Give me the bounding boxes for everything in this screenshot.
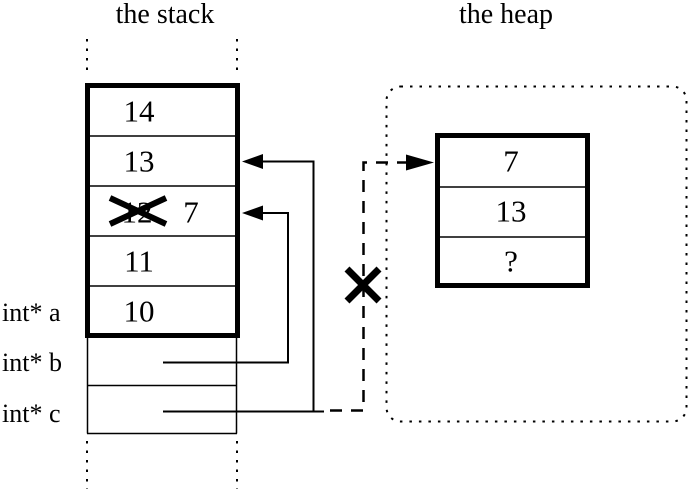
- stack-guide-dotted-bottom: [86, 441, 238, 489]
- stack-cell-dividers: [88, 135, 237, 287]
- heap-title: the heap: [458, 0, 554, 30]
- heap-object-box: [435, 133, 590, 288]
- arrowhead-c-to-stack-icon: [242, 154, 263, 169]
- pointer-label-b: int* b: [2, 348, 62, 377]
- pointer-label-a: int* a: [2, 298, 61, 327]
- heap-region-outline: [385, 85, 688, 423]
- cross-out-value-x-icon: [108, 195, 168, 227]
- heap-cell-value: 7: [503, 143, 519, 179]
- stack-cell-value: 10: [123, 293, 155, 329]
- stack-cell-new-value: 7: [183, 194, 199, 230]
- stack-title: the stack: [115, 0, 215, 30]
- pointer-line-b: [163, 212, 289, 364]
- stack-cell-value: 11: [124, 243, 154, 279]
- broken-link-x-icon: [344, 266, 382, 304]
- heap-cell-value: 13: [495, 193, 527, 229]
- stack-cell-value: 14: [123, 93, 155, 129]
- pointer-label-c: int* c: [2, 399, 61, 428]
- pointer-cells-outline: [86, 338, 238, 435]
- heap-cell-value: ?: [504, 243, 518, 279]
- stack-cell-value: 13: [123, 143, 155, 179]
- stack-frame-box: [85, 83, 240, 338]
- heap-cell-dividers: [438, 186, 587, 238]
- stack-guide-dotted-top: [86, 39, 238, 77]
- pointer-line-c: [163, 160, 324, 413]
- arrowhead-into-heap-icon: [406, 154, 434, 171]
- arrowhead-b-to-stack-icon: [242, 205, 263, 221]
